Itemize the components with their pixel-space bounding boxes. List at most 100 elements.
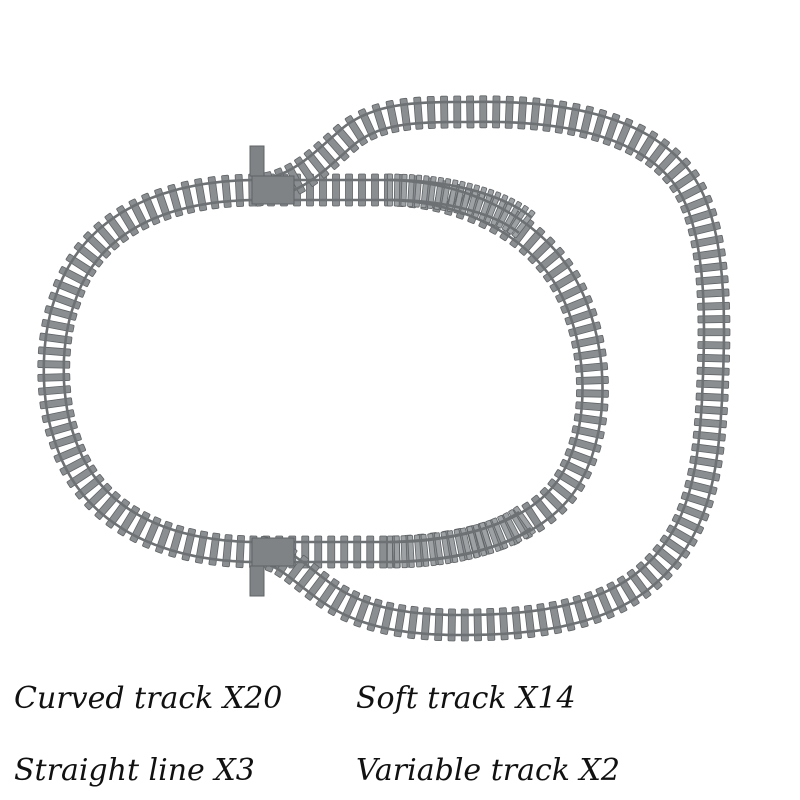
inner-loop-track-sleeper	[235, 535, 245, 569]
outer-loop-track-sleeper	[697, 328, 731, 337]
inner-loop-track-sleeper	[358, 173, 366, 207]
inner-loop-track-sleeper	[571, 425, 605, 440]
outer-loop-track-sleeper	[697, 353, 731, 363]
inner-loop-track-sleeper	[379, 535, 388, 569]
outer-loop-track-sleeper	[542, 98, 554, 132]
soft-track-upper-sleeper	[446, 179, 459, 213]
outer-loop-track-sleeper	[548, 600, 563, 635]
inner-loop-track-sleeper	[37, 373, 71, 382]
outer-loop-track-sleeper	[697, 301, 731, 311]
inner-loop-track-sleeper	[575, 401, 609, 412]
outer-loop-track-sleeper	[517, 96, 528, 130]
outer-loop-track-sleeper	[434, 608, 444, 642]
inner-loop-track-sleeper	[345, 173, 353, 207]
outer-loop-track-sleeper	[687, 221, 721, 237]
outer-loop-track-sleeper	[694, 405, 728, 416]
straight-line-count-label: Straight line X3	[14, 753, 255, 788]
outer-loop-track-sleeper	[529, 97, 541, 131]
outer-loop-track-sleeper	[697, 341, 731, 350]
inner-loop-track-sleeper	[366, 535, 375, 569]
outer-loop-track-sleeper	[691, 443, 725, 455]
outer-loop-track-sleeper	[479, 95, 488, 129]
inner-loop-track-sleeper	[221, 174, 232, 208]
inner-loop-track-sleeper	[39, 332, 73, 345]
inner-loop-track-sleeper	[571, 334, 605, 349]
soft-track-upper-rail-right	[390, 178, 532, 219]
outer-loop-track-sleeper	[692, 248, 726, 261]
soft-track-lower-sleeper	[485, 519, 502, 552]
track-sleepers	[37, 95, 731, 642]
inner-loop-track-sleeper	[41, 409, 75, 423]
inner-loop-track-sleeper	[208, 532, 221, 566]
inner-loop-track-sleeper	[181, 527, 197, 562]
switch-lower	[249, 537, 295, 597]
outer-loop-track-sleeper	[407, 605, 419, 640]
outer-loop-track-sleeper	[380, 601, 395, 635]
inner-loop-track-sleeper	[576, 389, 609, 398]
soft-track-lower-sleeper	[393, 535, 401, 569]
soft-track-lower-sleeper	[387, 535, 393, 569]
switch-upper	[249, 145, 295, 205]
soft-track-upper-sleeper	[400, 173, 408, 207]
inner-loop-track-rail-right	[42, 178, 604, 564]
inner-loop-track-sleeper	[575, 376, 609, 385]
outer-loop-track-sleeper	[689, 455, 723, 469]
inner-loop-track-sleeper	[222, 534, 233, 568]
inner-loop-track-sleeper	[573, 413, 607, 426]
inner-loop-track-sleeper	[37, 360, 71, 369]
inner-loop-track-sleeper	[332, 173, 340, 207]
soft-track-upper-sleeper	[393, 173, 401, 207]
inner-loop-track-sleeper	[371, 173, 379, 207]
outer-loop-track-sleeper	[498, 607, 509, 641]
track-switches	[249, 145, 295, 597]
soft-track-upper-sleeper	[459, 182, 473, 216]
outer-loop-track-sleeper	[420, 607, 431, 641]
inner-loop-track-sleeper	[327, 535, 336, 569]
outer-loop-track-sleeper	[473, 608, 482, 642]
switch-lower-lever	[249, 565, 265, 597]
soft-track-upper-sleeper	[453, 180, 466, 214]
outer-loop-track-sleeper	[567, 102, 581, 137]
inner-loop-track-sleeper	[194, 178, 208, 212]
inner-loop-track-sleeper	[340, 535, 349, 569]
outer-loop-track-sleeper	[696, 379, 730, 389]
outer-loop-track-sleeper	[504, 95, 514, 129]
outer-loop-track-sleeper	[486, 607, 496, 641]
soft-track-upper-rail-left	[390, 198, 520, 234]
soft-track-lower-rail-right	[390, 510, 520, 544]
outer-loop-track-sleeper	[536, 603, 549, 637]
inner-loop-track-sleeper	[574, 362, 609, 373]
inner-loop-track-sleeper	[207, 176, 220, 210]
inner-loop-track-sleeper	[573, 348, 607, 361]
inner-loop-track-sleeper	[39, 397, 73, 410]
inner-loop-track-sleeper	[41, 318, 75, 333]
inner-loop-track-sleeper	[195, 530, 209, 564]
soft-track-lower-sleeper	[413, 534, 422, 568]
switch-upper-body	[251, 175, 295, 205]
soft-track-lower-sleeper	[407, 534, 415, 568]
outer-loop-track-sleeper	[696, 366, 730, 376]
outer-loop-track-sleeper	[692, 430, 726, 442]
outer-loop-track-sleeper	[413, 96, 424, 130]
outer-loop-track-sleeper	[453, 95, 462, 129]
inner-loop-track-rail-left	[62, 198, 584, 544]
switch-lower-body	[251, 537, 295, 567]
outer-loop-track-sleeper	[693, 418, 728, 429]
outer-loop-track-sleeper	[511, 606, 522, 640]
outer-loop-track-sleeper	[687, 467, 721, 482]
outer-loop-track-sleeper	[399, 97, 412, 132]
outer-loop-track-sleeper	[385, 100, 400, 134]
soft-track-lower-rail-left	[390, 527, 532, 564]
outer-loop-track-sleeper	[695, 275, 729, 286]
outer-loop-track-sleeper	[447, 608, 456, 642]
track-rails	[42, 100, 726, 637]
inner-loop-track-sleeper	[234, 173, 245, 207]
inner-loop-track-sleeper	[180, 180, 196, 214]
soft-track-lower-sleeper	[400, 535, 408, 569]
outer-loop-track-sleeper	[523, 604, 536, 639]
curved-track-count-label: Curved track X20	[14, 681, 283, 716]
outer-loop-track-sleeper	[426, 95, 436, 129]
outer-loop-track-sleeper	[579, 105, 594, 139]
